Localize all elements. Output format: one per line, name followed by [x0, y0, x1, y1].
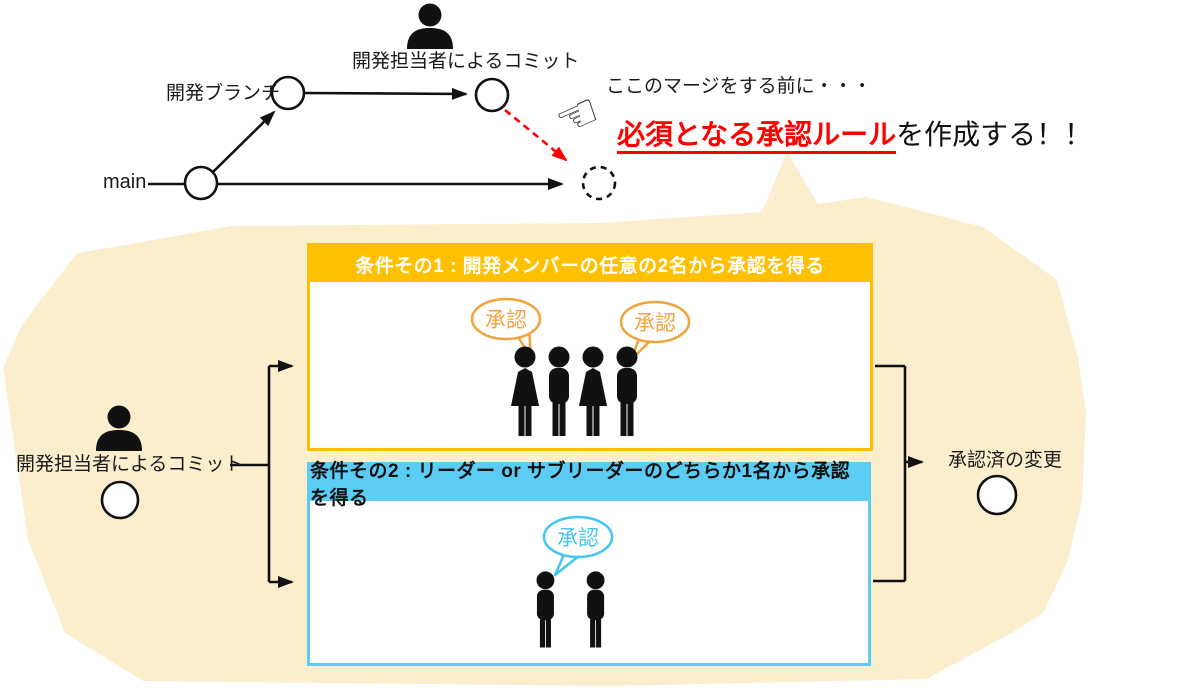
- approval-bubble-1: 承認: [470, 297, 542, 359]
- male-person-icon: [586, 571, 605, 648]
- dev-branch-label: 開発ブランチ: [166, 83, 281, 104]
- svg-text:承認: 承認: [634, 312, 676, 335]
- input-commit-label: 開発担当者によるコミット: [16, 454, 244, 475]
- dev-commit-label: 開発担当者によるコミット: [352, 51, 580, 72]
- dev-branch-line: [304, 87, 468, 100]
- approval-bubble-3: 承認: [542, 515, 614, 577]
- male-person-icon: [548, 346, 570, 436]
- developer-bust-icon-left: [96, 405, 142, 451]
- male-person-icon: [616, 346, 638, 436]
- annotation-main-text: 必須となる承認ルールを作成する！！: [617, 113, 1093, 154]
- main-branch-label: main: [103, 171, 147, 193]
- branch-out-line: [212, 110, 276, 173]
- approved-change-label: 承認済の変更: [948, 450, 1063, 471]
- condition1-title: 条件その1 : 開発メンバーの任意の2名から承認を得る: [310, 246, 870, 282]
- pointing-hand-icon: ☜: [547, 83, 609, 150]
- annotation-suffix-text: を作成する！！: [896, 119, 1093, 150]
- condition2-title: 条件その2 : リーダー or サブリーダーのどちらか1名から承認を得る: [310, 461, 868, 509]
- approval-bubble-2: 承認: [619, 300, 691, 362]
- svg-text:承認: 承認: [485, 309, 527, 332]
- annotation-pre-text: ここのマージをする前に・・・: [606, 76, 872, 97]
- input-commit-node: [100, 480, 140, 520]
- condition2-box: 条件その2 : リーダー or サブリーダーのどちらか1名から承認を得る 承認: [307, 461, 871, 666]
- annotation-highlight-text: 必須となる承認ルール: [617, 119, 897, 154]
- svg-text:承認: 承認: [557, 527, 599, 550]
- merge-commit-node-dashed: [581, 165, 617, 201]
- developer-bust-icon-top: [407, 3, 453, 49]
- male-person-icon: [536, 571, 555, 648]
- dev-commit-node: [474, 77, 510, 113]
- female-person-icon: [511, 346, 539, 436]
- main-commit-node: [183, 165, 219, 201]
- female-person-icon: [579, 346, 607, 436]
- condition1-box: 条件その1 : 開発メンバーの任意の2名から承認を得る 承認 承認: [307, 243, 873, 451]
- approved-change-node: [976, 474, 1018, 516]
